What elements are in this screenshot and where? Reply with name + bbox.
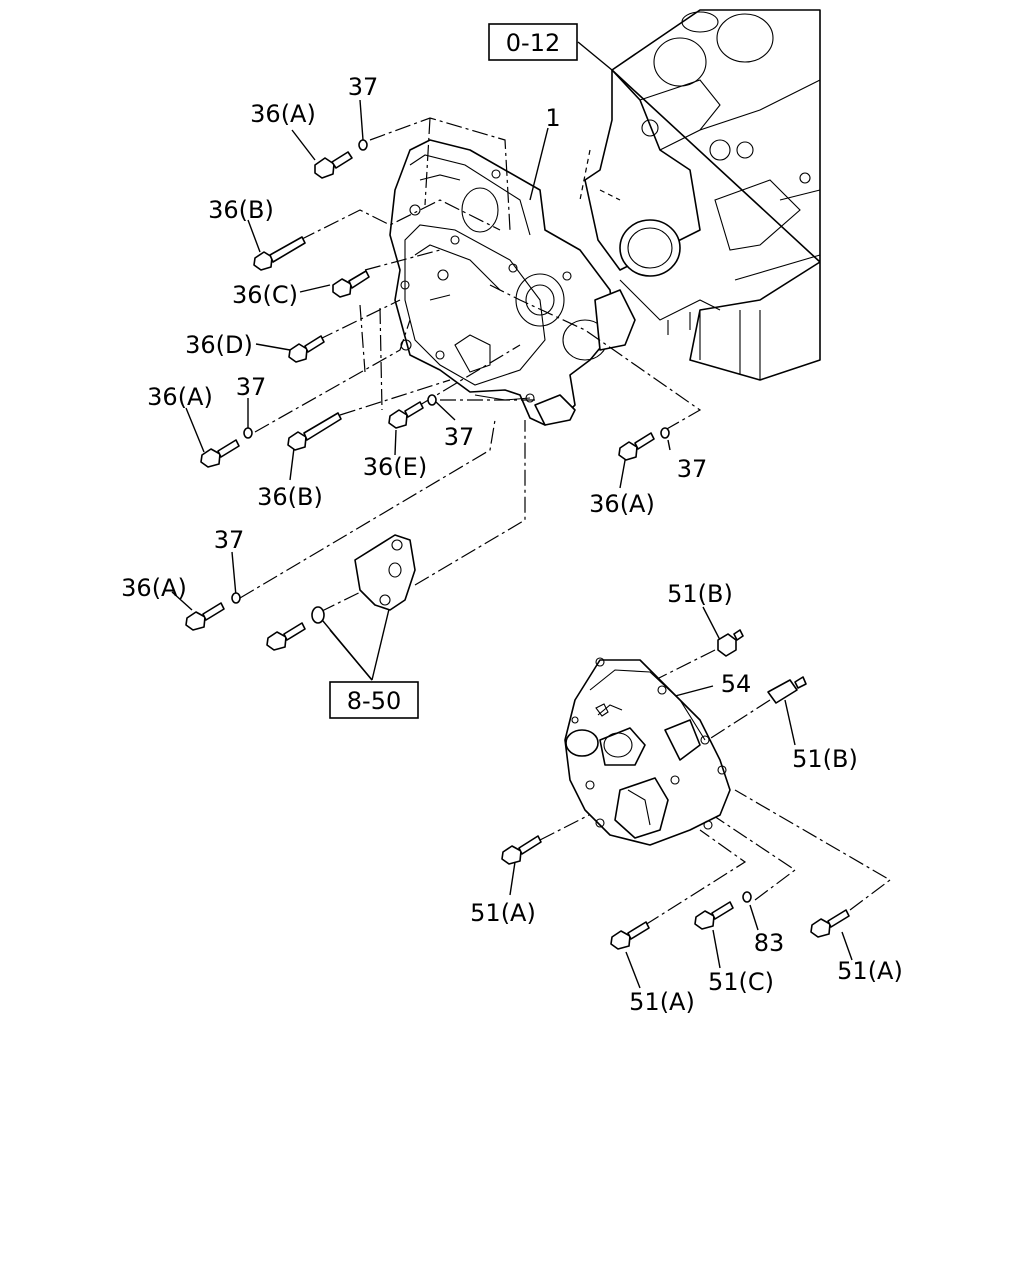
ref-box-engine-block: 0-12 [488, 23, 578, 61]
callout-36B-top: 36(B) [208, 196, 274, 224]
callout-36A-lower: 36(A) [121, 574, 187, 602]
engine-block [579, 9, 821, 381]
callout-36A-top: 36(A) [250, 100, 316, 128]
callout-37-lower: 37 [214, 526, 245, 554]
washer-37-right [660, 427, 670, 439]
svg-text:8-50: 8-50 [347, 687, 401, 715]
callout-36B-left: 36(B) [257, 483, 323, 511]
callout-37-top: 37 [348, 73, 379, 101]
bolt-51C [694, 901, 734, 930]
callout-36A-left: 36(A) [147, 383, 213, 411]
callout-36E: 36(E) [363, 453, 427, 481]
callout-51B-top: 51(B) [667, 580, 733, 608]
callout-51C: 51(C) [708, 968, 774, 996]
callout-labels: 1 37 36(A) 36(B) 36(C) 36(D) 36(A) 37 36… [121, 73, 903, 1016]
bolt-51A-lower [610, 921, 650, 950]
bracket-8-50 [266, 534, 416, 651]
bolt-51A-right [810, 909, 850, 938]
washer-83 [742, 891, 752, 903]
bolt-36D [288, 335, 325, 363]
washer-37-lower [231, 592, 241, 604]
callout-37-mid: 37 [444, 423, 475, 451]
front-cover-part-1 [389, 139, 636, 426]
callout-36D: 36(D) [185, 331, 253, 359]
bolt-36A-lower [185, 602, 225, 631]
rear-plate-assembly [564, 657, 731, 846]
svg-text:0-12: 0-12 [506, 29, 560, 57]
bolt-36A-right [618, 432, 655, 461]
callout-36C: 36(C) [232, 281, 298, 309]
callout-51B-right: 51(B) [792, 745, 858, 773]
washer-37-left [243, 427, 253, 439]
callout-83: 83 [754, 929, 785, 957]
callout-54: 54 [721, 670, 752, 698]
callout-37-right: 37 [677, 455, 708, 483]
washer-37-mid [427, 394, 437, 406]
callout-51A-right: 51(A) [837, 957, 903, 985]
callout-51A-left: 51(A) [470, 899, 536, 927]
callout-51A-lower: 51(A) [629, 988, 695, 1016]
bolt-36E [388, 401, 424, 429]
stud-51B-right [767, 676, 807, 704]
callout-1: 1 [545, 104, 560, 132]
bolt-36B-left [287, 412, 342, 451]
bolt-36B-top [253, 236, 306, 271]
leader-lines [171, 41, 892, 989]
callout-37-left: 37 [236, 373, 267, 401]
callout-36A-right: 36(A) [589, 490, 655, 518]
ref-box-bracket: 8-50 [329, 681, 419, 719]
bolt-36A-left [200, 439, 240, 468]
bolt-36C [332, 270, 370, 298]
bolt-36A-top [314, 151, 353, 179]
stud-51B-top [717, 629, 744, 657]
bolt-51A-left [501, 835, 542, 865]
washer-37-top [358, 139, 368, 151]
